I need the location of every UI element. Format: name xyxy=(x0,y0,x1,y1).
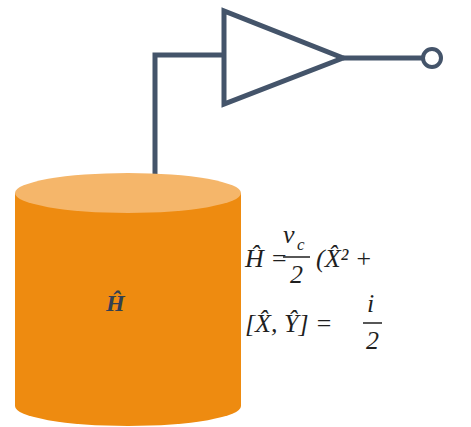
equation-lhs: Ĥ = xyxy=(245,246,288,272)
fraction-denominator: 2 xyxy=(366,328,379,354)
node-label: Ĥ xyxy=(106,291,125,315)
equation-term: (X̂² + xyxy=(316,246,372,272)
amplifier-symbol xyxy=(224,11,343,104)
commutator: [X̂, Ŷ] = xyxy=(245,311,333,337)
fraction-bar xyxy=(363,322,382,324)
fraction-numerator: i xyxy=(367,291,374,317)
output-terminal xyxy=(423,49,441,67)
equation-symbol: ν xyxy=(283,222,295,248)
subscript: c xyxy=(297,236,305,253)
fraction-denominator: 2 xyxy=(290,262,303,288)
cylinder-shape xyxy=(15,173,241,427)
cylinder-resonator: Ĥ xyxy=(15,173,241,427)
input-wire xyxy=(155,55,224,192)
output-wire xyxy=(343,56,422,61)
